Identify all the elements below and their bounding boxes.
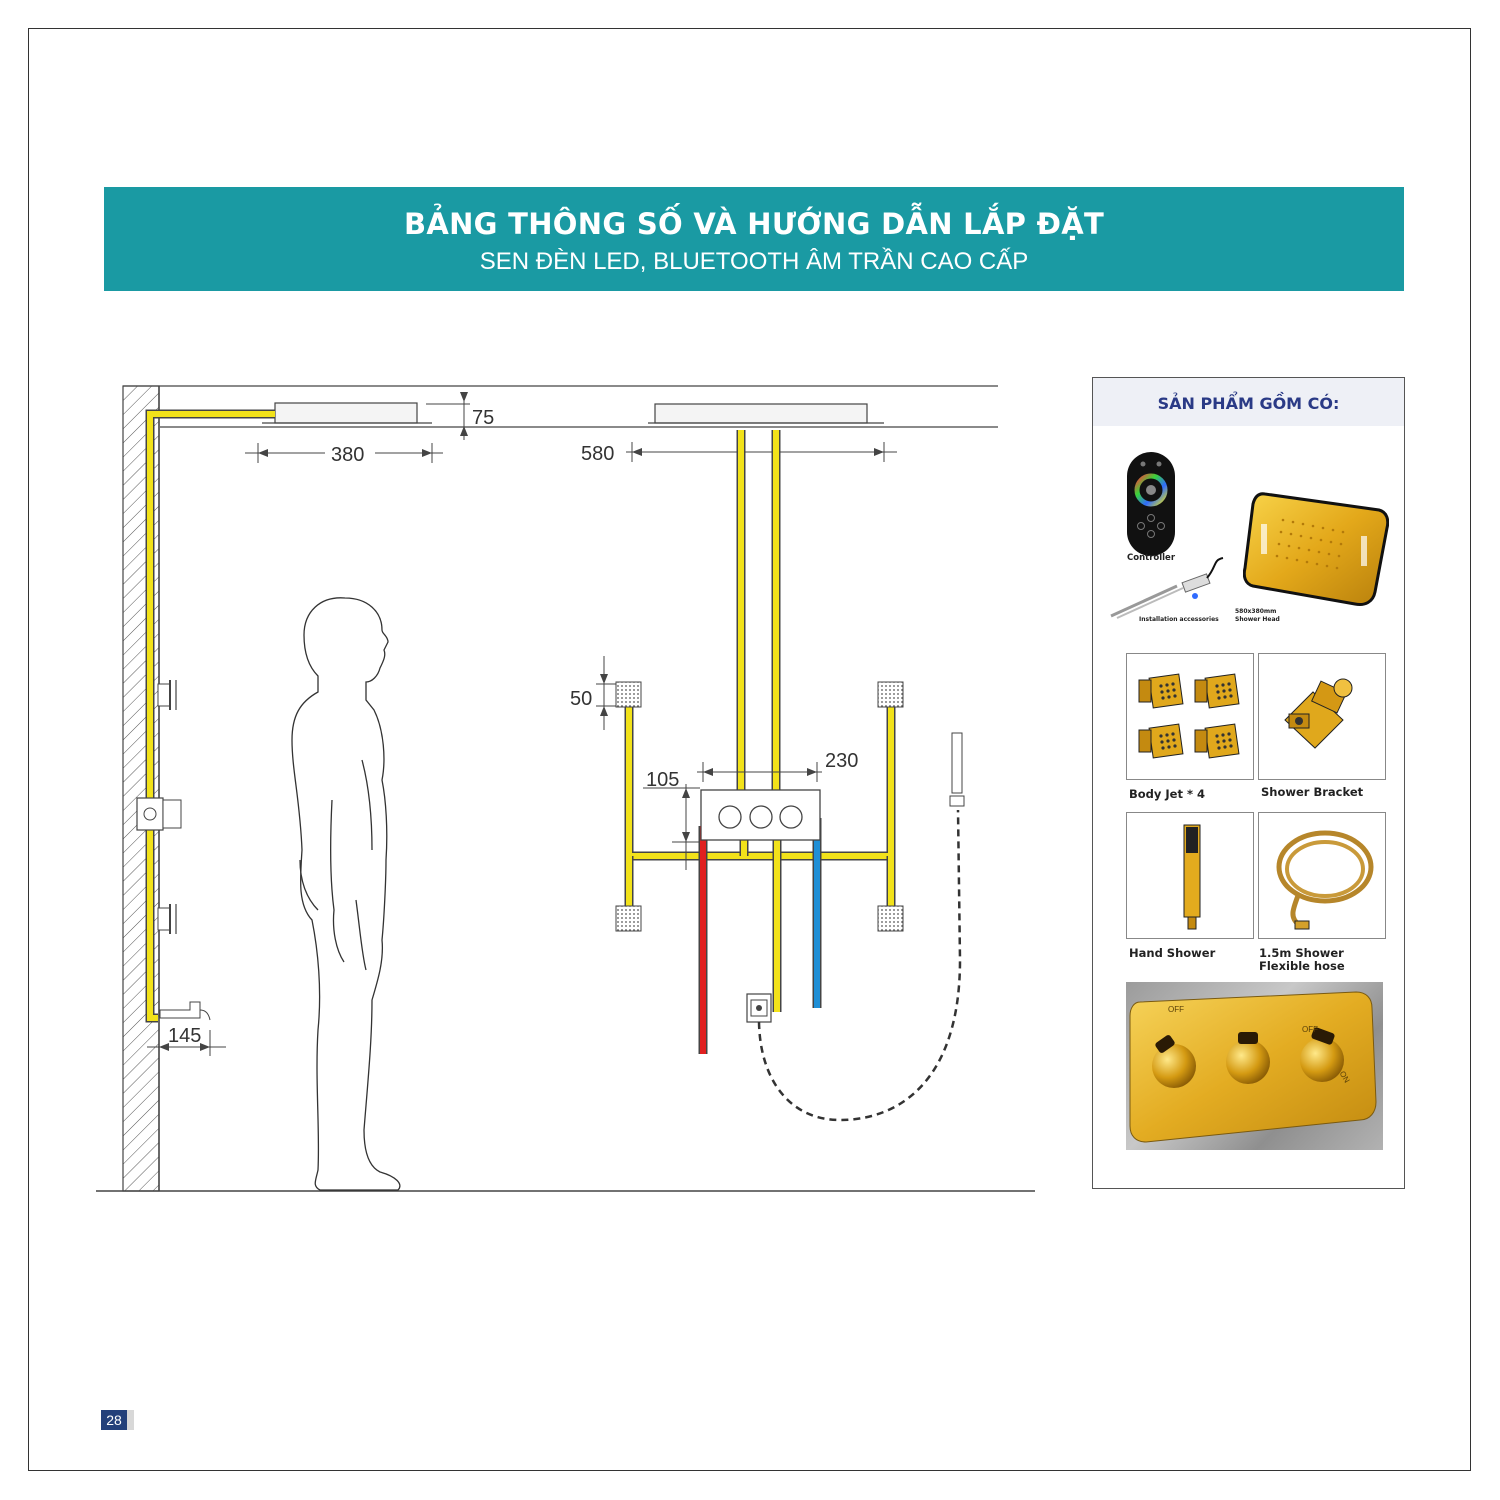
hose-image — [1276, 830, 1374, 930]
dim-230: 230 — [825, 750, 858, 772]
shower-bracket-image — [1284, 678, 1353, 749]
installation-diagram: 75 380 145 580 — [96, 385, 1035, 1192]
controller-label: Controller — [1127, 553, 1176, 563]
page-frame — [28, 28, 1471, 1471]
dim-105: 105 — [646, 769, 679, 791]
item-label-shower-bracket: Shower Bracket — [1261, 785, 1364, 799]
item-label-hand-shower: Hand Shower — [1129, 946, 1216, 960]
human-figure — [291, 597, 401, 1191]
valve-plate: OFF OFF ON — [1129, 991, 1377, 1143]
head-label: Shower Head — [1235, 616, 1280, 623]
page-title: BẢNG THÔNG SỐ VÀ HƯỚNG DẪN LẮP ĐẶT — [403, 207, 1105, 241]
valve-knob-3 — [779, 805, 803, 829]
accessories-label: Installation accessories — [1139, 616, 1219, 623]
body-jet-image — [1138, 673, 1240, 759]
controller-image — [1127, 452, 1175, 556]
dim-75: 75 — [472, 407, 494, 429]
page-number-tab — [127, 1410, 134, 1430]
product-panel: SẢN PHẨM GỒM CÓ: Controller Installation… — [1092, 377, 1405, 1189]
valve-photo: OFF OFF ON — [1126, 982, 1383, 1150]
shower-head-front — [654, 403, 868, 424]
body-jet-bl — [615, 905, 642, 932]
hand-shower-holder-side — [159, 1001, 201, 1019]
accessories-image — [1110, 557, 1224, 619]
panel-title: SẢN PHẨM GỒM CÓ: — [1157, 394, 1340, 413]
wall-jet-top — [157, 683, 171, 707]
shower-head-image — [1243, 492, 1389, 606]
valve-knob-2 — [749, 805, 773, 829]
body-jet-tr — [877, 681, 904, 708]
head-size-label: 580x380mm — [1235, 608, 1277, 615]
item-label-body-jet: Body Jet * 4 — [1129, 787, 1205, 801]
hand-shower-cell — [1126, 812, 1254, 939]
hand-shower-image — [1183, 824, 1201, 930]
page-number: 28 — [101, 1410, 127, 1430]
dim-580: 580 — [581, 443, 614, 465]
header-banner: BẢNG THÔNG SỐ VÀ HƯỚNG DẪN LẮP ĐẶT SEN Đ… — [104, 187, 1404, 291]
shower-bracket-cell — [1258, 653, 1386, 780]
hand-shower-front — [951, 732, 963, 794]
panel-header: SẢN PHẨM GỒM CÓ: — [1093, 378, 1404, 426]
body-jet-cell — [1126, 653, 1254, 780]
dim-50: 50 — [570, 688, 592, 710]
dim-380: 380 — [331, 444, 364, 466]
shower-head-side — [274, 402, 418, 424]
valve-mark-off-1: OFF — [1168, 1005, 1184, 1014]
item-label-hose: 1.5m Shower Flexible hose — [1259, 946, 1345, 973]
pipes-yellow — [624, 430, 896, 1012]
valve-mark-off-2: OFF — [1302, 1025, 1318, 1034]
body-jet-tl — [615, 681, 642, 708]
wall-jet-bottom — [157, 907, 171, 931]
hose-cell — [1258, 812, 1386, 939]
page-subtitle: SEN ĐÈN LED, BLUETOOTH ÂM TRẦN CAO CẤP — [479, 248, 1029, 275]
dim-145: 145 — [168, 1025, 201, 1047]
valve-knob-1 — [718, 805, 742, 829]
body-jet-br — [877, 905, 904, 932]
